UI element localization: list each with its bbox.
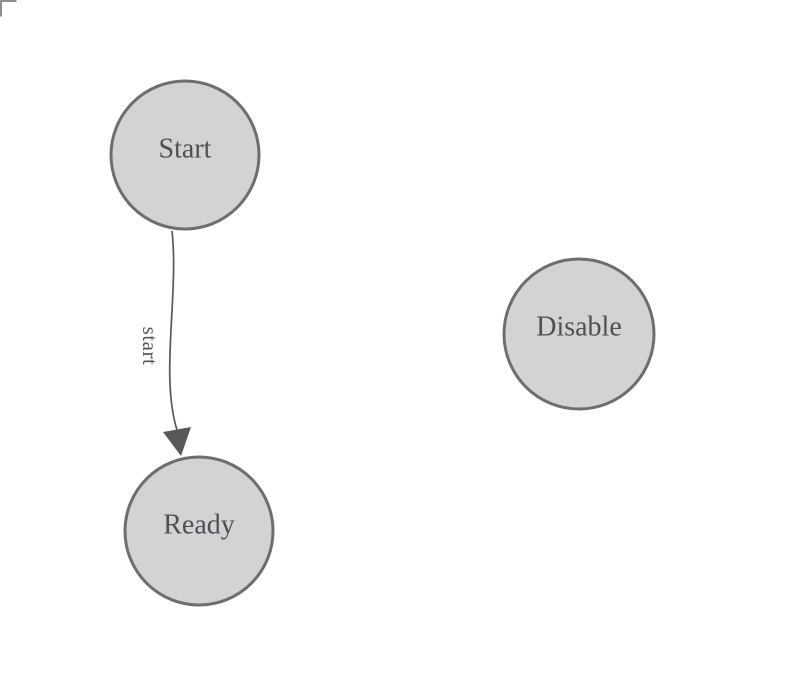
canvas-origin-corner-icon	[0, 0, 17, 17]
state-disable-label: Disable	[536, 312, 622, 343]
state-start[interactable]: Start	[109, 79, 261, 231]
edge-path[interactable]	[168, 230, 178, 431]
state-ready-label: Ready	[163, 510, 235, 541]
transition-start-to-ready: start	[138, 230, 191, 456]
state-ready[interactable]: Ready	[123, 455, 275, 607]
state-disable[interactable]: Disable	[502, 257, 656, 411]
state-ready-circle[interactable]	[123, 455, 275, 607]
state-disable-circle[interactable]	[502, 257, 656, 411]
edge-arrowhead-icon	[163, 427, 191, 456]
state-start-circle[interactable]	[109, 79, 261, 231]
edge-label[interactable]: start	[138, 327, 162, 366]
state-start-label: Start	[159, 134, 212, 165]
